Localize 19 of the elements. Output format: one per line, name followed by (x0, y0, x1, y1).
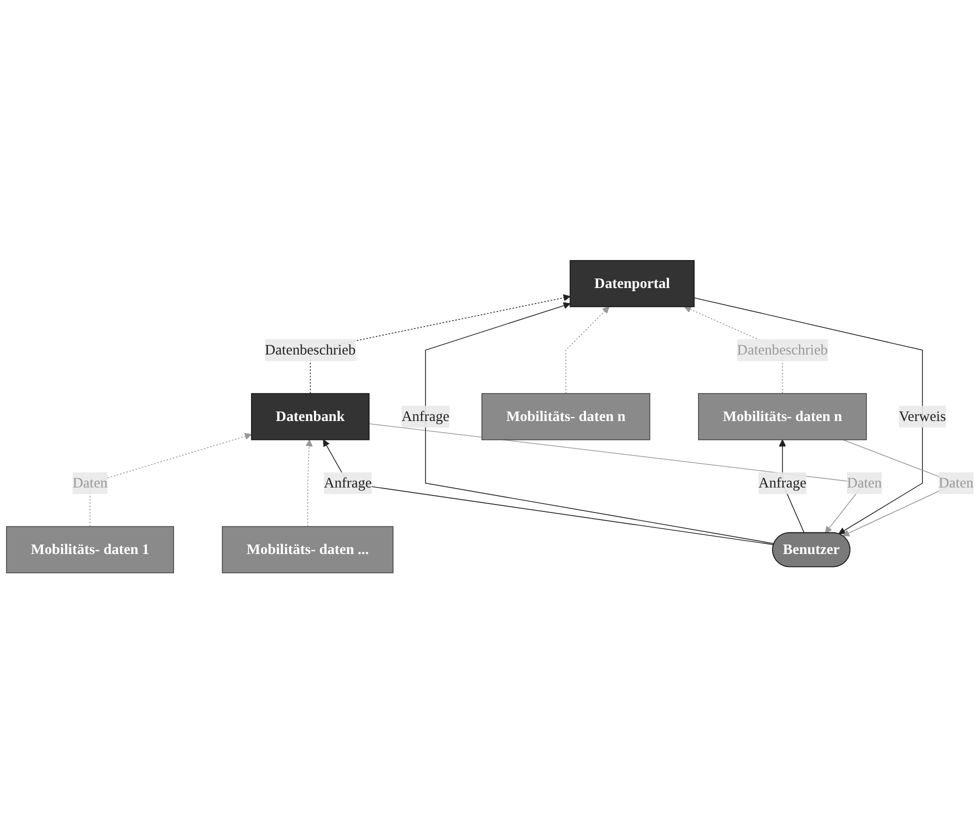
node-box: Datenportal (570, 260, 695, 307)
edge-label: Daten (846, 474, 882, 491)
edge-label: Datenbeschrieb (737, 341, 828, 358)
edge-label: Datenbeschrieb (264, 341, 356, 358)
edge-label: Anfrage (758, 474, 806, 491)
node-box: Mobilitäts- daten n (481, 392, 650, 440)
edge-label: Anfrage (402, 408, 450, 424)
node-box: Mobilitäts- daten ... (222, 526, 394, 574)
arrow (306, 439, 313, 527)
node-box: Mobilitäts- daten 1 (6, 526, 174, 574)
edge-label: Daten (72, 474, 108, 491)
edge-label: Anfrage (324, 474, 372, 491)
arrow (323, 439, 774, 545)
arrow (425, 302, 775, 544)
edge-label: Verweis (898, 408, 946, 424)
edge-label: Daten (938, 474, 974, 491)
node-box: Datenbank (251, 392, 370, 440)
arrow (565, 306, 610, 394)
node-box: Mobilitäts- daten n (698, 392, 867, 440)
